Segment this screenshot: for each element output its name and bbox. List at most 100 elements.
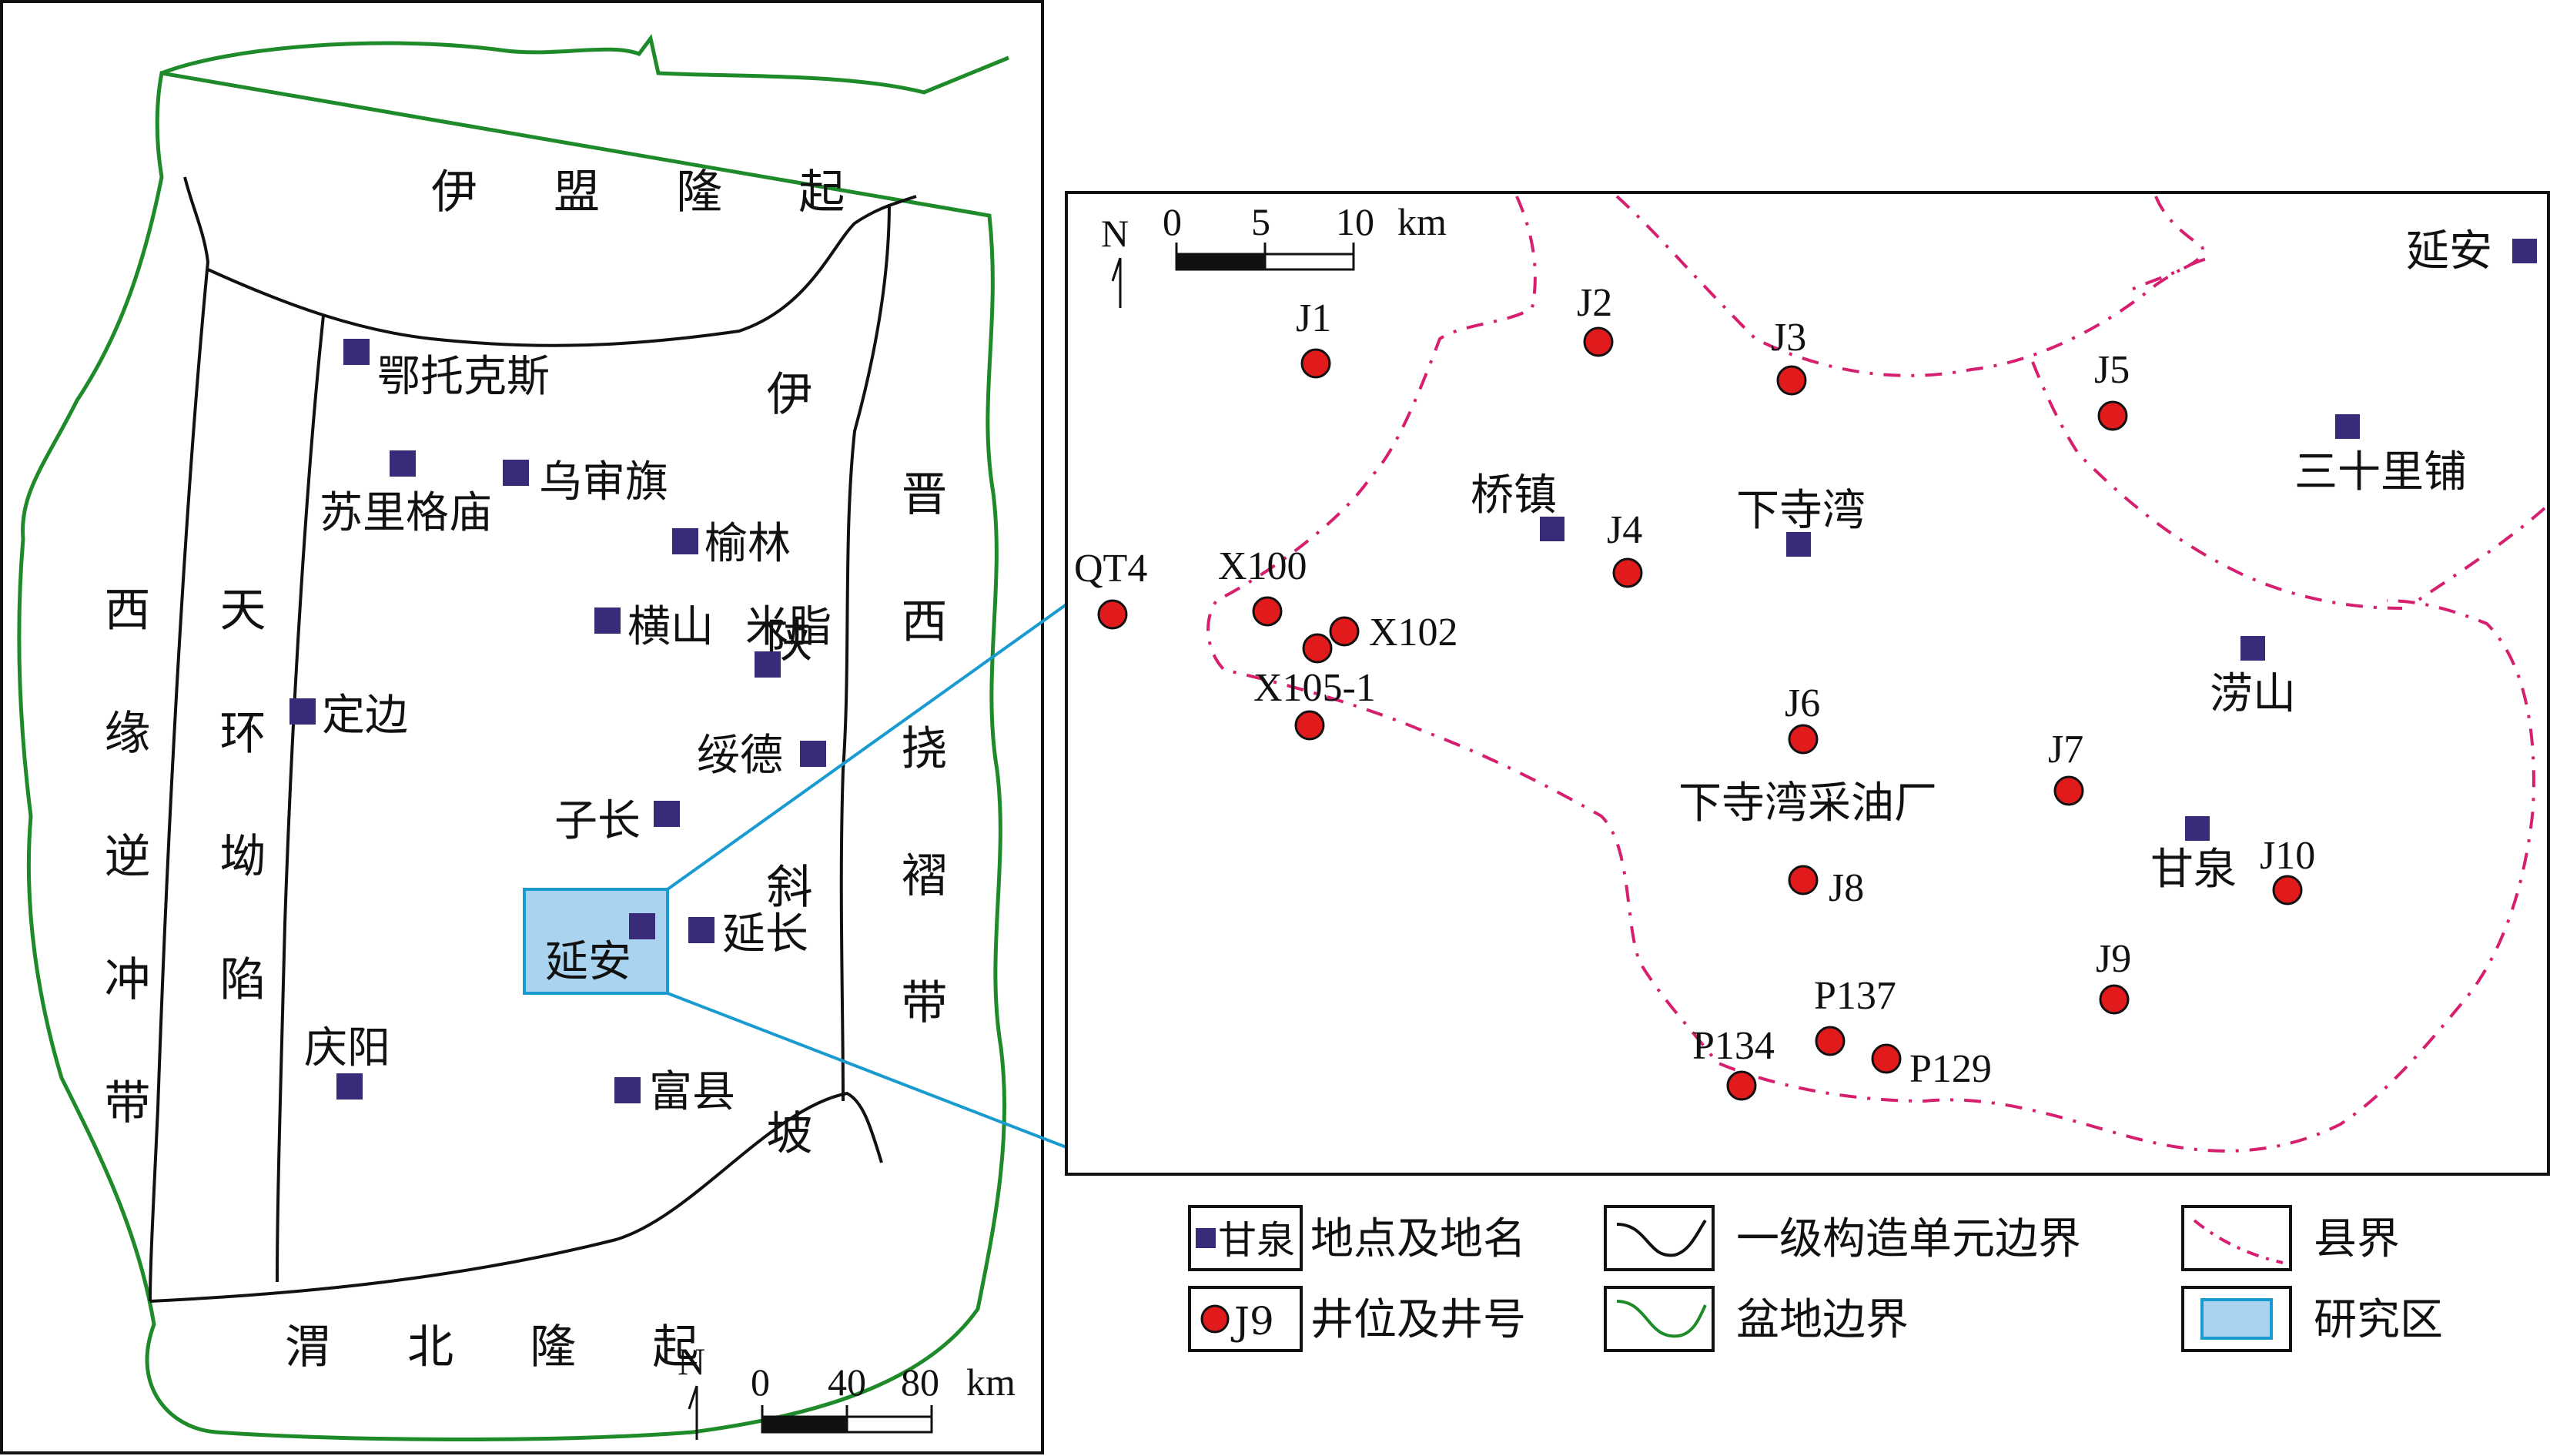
overview-frame: [0, 0, 1044, 1454]
scale-tick-2: 10: [1336, 200, 1374, 243]
place-ganquan: 甘泉: [2150, 816, 2237, 895]
place-yanchang: 延长: [688, 909, 808, 959]
place-label: 定边: [322, 691, 408, 741]
well-label: J2: [1577, 281, 1612, 325]
place-marker-icon: [594, 608, 621, 634]
place-suide: 绥德: [697, 731, 826, 781]
place-label: 榆林: [704, 519, 791, 569]
north-arrow-icon: [1111, 257, 1122, 308]
well-marker-icon: [1788, 724, 1819, 755]
well-J1: J1: [1296, 296, 1331, 379]
place-yanan-detail: 延安: [2406, 226, 2537, 276]
north-arrow-icon: [688, 1385, 698, 1440]
well-marker-icon: [2097, 400, 2128, 431]
basin-line-icon: [1616, 1300, 1707, 1338]
well-J10: J10: [2260, 834, 2315, 905]
well-P134: P134: [1692, 1024, 1775, 1101]
well-label: J4: [1607, 508, 1642, 552]
place-label: 苏里格庙: [320, 488, 492, 538]
place-marker-icon: [629, 913, 655, 939]
well-label: J7: [2048, 728, 2083, 772]
well-QT4: QT4: [1074, 547, 1147, 630]
place-marker-icon: [1786, 532, 1811, 557]
place-xiasiwan: 下寺湾: [1736, 486, 1866, 557]
scale-tick-1: 40: [828, 1361, 866, 1404]
well-label: J1: [1296, 296, 1331, 340]
legend-tectonic-label: 一级构造单元边界: [1736, 1214, 2081, 1264]
region-jinxi-fold-belt: 晋西挠褶带: [893, 470, 947, 1105]
place-marker-icon: [672, 528, 698, 554]
basin-boundary-line: [17, 34, 1009, 1441]
place-label: 延安: [2406, 226, 2492, 276]
well-label: X100: [1218, 544, 1307, 588]
north-arrow-label: N: [678, 1340, 705, 1383]
place-label: 乌审旗: [539, 457, 668, 507]
place-suligemiao: 苏里格庙: [320, 450, 492, 538]
well-J3: J3: [1771, 316, 1807, 396]
place-label: 三十里铺: [2294, 447, 2467, 497]
region-tianhuan-depression: 天环坳陷: [212, 585, 266, 1078]
place-label: 涝山: [2210, 669, 2296, 719]
overview-study-area: 延安: [523, 888, 669, 995]
well-J5: J5: [2094, 348, 2130, 431]
overview-map: 伊 盟 隆 起 西缘逆冲带 天环坳陷 伊陕斜坡 晋西挠褶带 渭 北 隆 起 鄂托…: [0, 0, 1044, 1454]
well-marker-icon: [2272, 875, 2303, 905]
place-label: 绥德: [697, 731, 783, 781]
place-marker-icon: [343, 339, 370, 365]
well-marker-icon: [1300, 348, 1331, 379]
region-yimeng-uplift: 伊 盟 隆 起: [431, 166, 875, 219]
place-marker-icon: [2512, 239, 2537, 263]
well-label: J3: [1771, 316, 1806, 360]
well-label: X105-1: [1253, 666, 1376, 710]
legend-place-sample: 甘泉: [1218, 1218, 1295, 1263]
place-wushenqi: 乌审旗: [503, 457, 668, 507]
well-X100: X100: [1218, 544, 1307, 627]
place-laoshan: 涝山: [2210, 636, 2296, 719]
well-label: J8: [1829, 866, 1864, 910]
place-ordos: 鄂托克斯: [343, 339, 550, 402]
well-marker-icon: [2053, 775, 2084, 806]
place-marker-icon: [800, 741, 826, 767]
well-label: P129: [1909, 1047, 1992, 1091]
well-marker-icon: [1294, 710, 1325, 741]
well-label: P134: [1692, 1024, 1775, 1068]
place-marker-icon: [654, 801, 680, 827]
well-label: J6: [1785, 681, 1820, 725]
well-P129: P129: [1871, 1043, 1992, 1091]
well-J4: J4: [1607, 508, 1643, 588]
county-line-icon: [2193, 1219, 2284, 1264]
scale-tick-2: 80: [901, 1361, 939, 1404]
well-label: J10: [2260, 834, 2315, 878]
label-xiasiwan-oil-plant: 下寺湾采油厂: [1678, 778, 1937, 828]
well-marker-icon: [1726, 1070, 1757, 1101]
well-marker-icon: [1302, 633, 1333, 664]
detail-place-markers: 延安 桥镇 下寺湾 三十里铺 涝山 甘泉 下寺湾采油厂: [1471, 226, 2537, 895]
well-marker-icon: [1200, 1304, 1230, 1334]
detail-frame: [1065, 191, 2550, 1176]
place-label: 下寺湾: [1736, 486, 1866, 536]
tectonic-line-icon: [1616, 1219, 1707, 1257]
overview-region-labels: 伊 盟 隆 起 西缘逆冲带 天环坳陷 伊陕斜坡 晋西挠褶带 渭 北 隆 起: [96, 166, 947, 1374]
well-X105-1: X105-1: [1253, 633, 1376, 741]
legend-basin-boundary: 盆地边界: [1604, 1286, 1909, 1352]
detail-scale-bar: N 0 5 10 km: [1101, 200, 1447, 308]
legend-basin-label: 盆地边界: [1736, 1295, 1909, 1345]
callout-lines: [666, 603, 1068, 1149]
well-label: J5: [2094, 348, 2130, 392]
well-marker-icon: [1612, 557, 1643, 588]
legend-place-label: 地点及地名: [1310, 1214, 1526, 1264]
study-area-icon: [2200, 1298, 2273, 1340]
place-label: 子长: [554, 796, 641, 846]
well-label: J9: [2096, 937, 2131, 981]
place-qingyang: 庆阳: [304, 1023, 390, 1100]
place-zichang: 子长: [554, 796, 680, 846]
place-qiaozhen: 桥镇: [1471, 470, 1564, 541]
place-label: 富县: [649, 1067, 735, 1117]
north-arrow-label: N: [1101, 212, 1129, 255]
well-label: QT4: [1074, 547, 1147, 591]
tectonic-boundaries: [149, 176, 917, 1303]
scale-tick-1: 5: [1251, 200, 1270, 243]
place-label: 庆阳: [304, 1023, 390, 1073]
scale-tick-0: 0: [751, 1361, 770, 1404]
